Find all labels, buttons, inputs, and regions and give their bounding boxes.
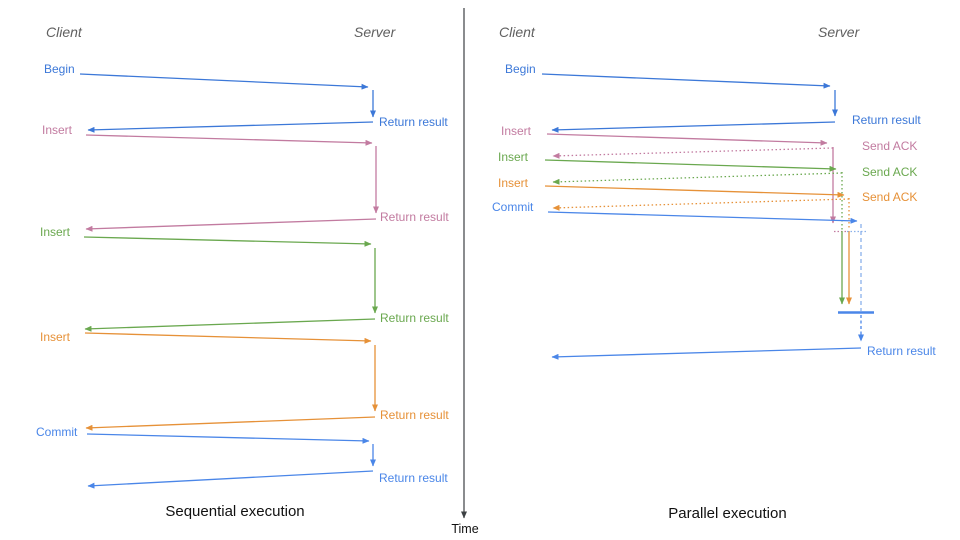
seq-commit-return-arrow [87,470,374,489]
par-begin-result-label: Return result [852,113,921,127]
seq-begin-label: Begin [44,62,75,76]
seq-insert1-message [85,134,379,232]
seq-insert2-return-arrow [84,318,376,332]
par-insert1-message [546,133,847,233]
par-insert2-send-arrow [544,159,837,172]
seq-insert1-send-arrow [85,134,373,146]
par-insert3-send-arrow [544,185,845,198]
par-insert2-ack-label: Send ACK [862,165,918,179]
par-insert1-ack-arrow [552,147,834,159]
par-commit-return-arrow [551,347,862,360]
seq-insert2-label: Insert [40,225,71,239]
seq-commit-label: Commit [36,425,78,439]
par-insert3-label: Insert [498,176,529,190]
seq-commit-send-arrow [86,433,370,444]
seq-insert3-send-arrow [84,332,372,344]
seq-insert2-result-label: Return result [380,311,449,325]
par-commit-message [547,211,874,360]
seq-title: Sequential execution [165,503,305,520]
par-begin-message [541,73,838,133]
seq-insert1-label: Insert [42,123,73,137]
par-commit-label: Commit [492,200,534,214]
seq-server-header: Server [354,24,396,40]
seq-begin-return-arrow [87,121,374,133]
seq-insert1-result-label: Return result [380,210,449,224]
seq-commit-message [86,433,376,489]
seq-insert2-send-arrow [83,236,372,247]
seq-begin-message [79,73,376,133]
par-insert1-label: Insert [501,124,532,138]
par-insert3-ack-arrow [552,198,850,211]
par-commit-result-label: Return result [867,344,936,358]
seq-insert3-message [84,332,378,431]
seq-commit-result-label: Return result [379,471,448,485]
par-commit-send-arrow [547,211,858,224]
seq-insert3-return-arrow [85,416,376,431]
seq-begin-send-arrow [79,73,369,90]
par-insert1-send-arrow [546,133,828,146]
seq-insert2-message [83,236,378,332]
time-axis-label: Time [451,522,479,536]
par-insert1-ack-label: Send ACK [862,139,918,153]
seq-insert3-label: Insert [40,330,71,344]
par-insert2-label: Insert [498,150,529,164]
par-begin-send-arrow [541,73,831,89]
par-title: Parallel execution [668,505,787,522]
par-insert2-ack-arrow [552,172,843,185]
seq-insert1-return-arrow [85,218,377,232]
seq-insert3-result-label: Return result [380,408,449,422]
par-server-header: Server [818,24,860,40]
seq-client-header: Client [46,24,82,40]
par-insert3-ack-label: Send ACK [862,190,918,204]
par-begin-return-arrow [551,121,836,133]
par-client-header: Client [499,24,535,40]
par-begin-label: Begin [505,62,536,76]
par-insert2-message [544,159,845,305]
seq-begin-result-label: Return result [379,115,448,129]
par-insert3-message [544,185,852,305]
